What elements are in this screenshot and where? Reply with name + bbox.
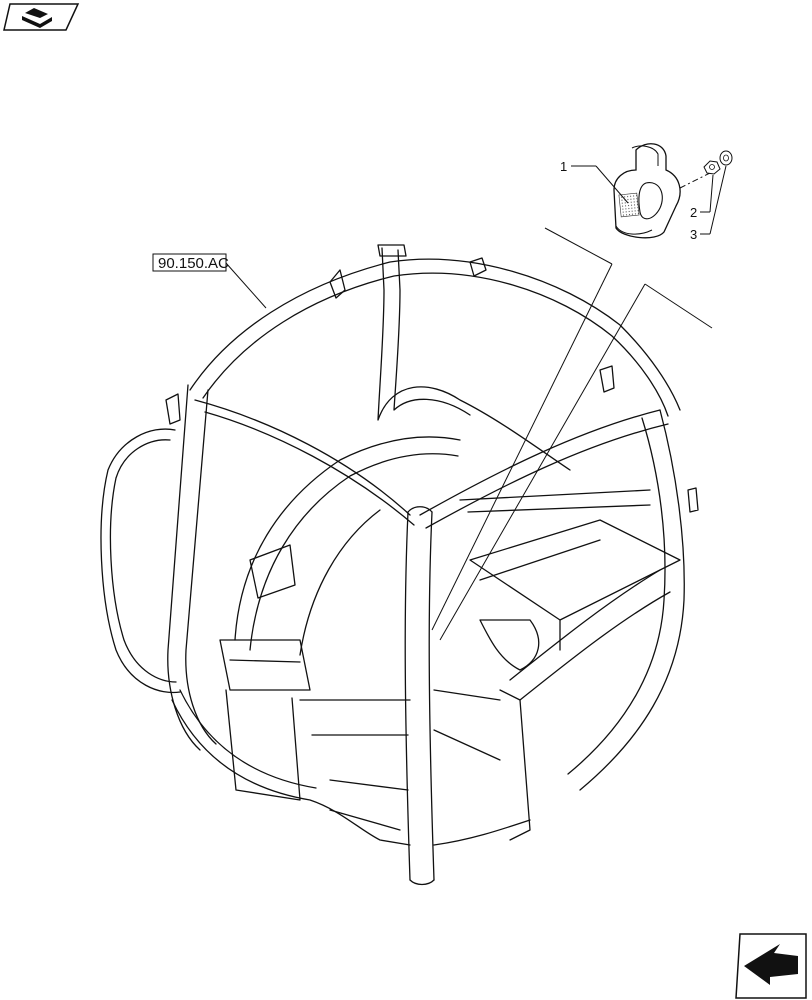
book-icon[interactable]	[3, 3, 80, 31]
work-lamp-part	[613, 143, 681, 239]
callout-3: 3	[690, 165, 727, 242]
callout-1-number: 1	[560, 159, 567, 174]
callout-1: 1	[560, 159, 629, 204]
callout-3-number: 3	[690, 227, 697, 242]
callout-2: 2	[690, 174, 714, 220]
callout-2-number: 2	[690, 205, 697, 220]
cab-frame-drawing	[100, 244, 699, 886]
reference-label-box[interactable]: 90.150.AC	[152, 253, 267, 309]
next-page-arrow-icon[interactable]	[735, 933, 807, 999]
reference-label-text: 90.150.AC	[158, 255, 229, 272]
washer-part	[719, 150, 733, 166]
nut-part	[703, 160, 721, 175]
